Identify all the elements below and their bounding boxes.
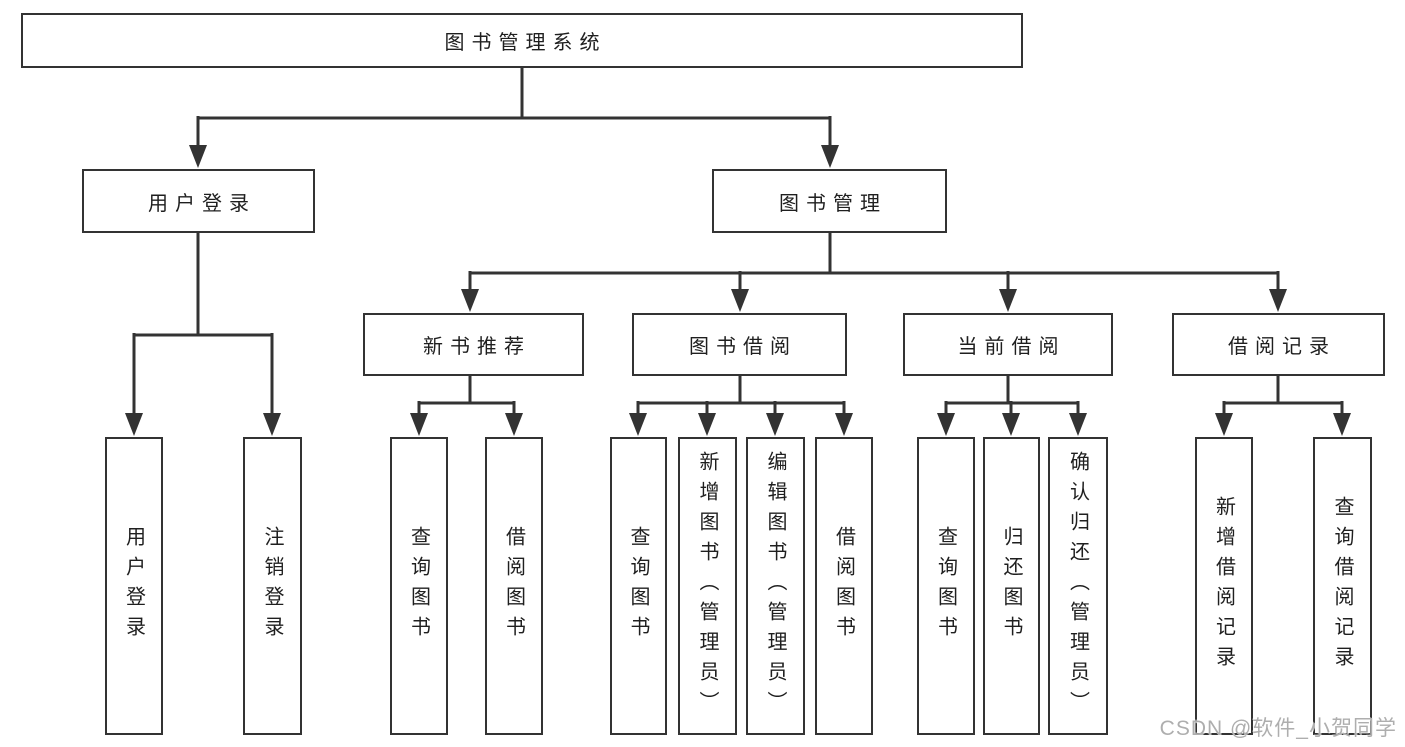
arrowhead: [731, 289, 749, 312]
leaf-edit-books-admin: 编辑图书（管理员）: [746, 437, 805, 735]
leaf-confirm-return-admin: 确认归还（管理员）: [1048, 437, 1108, 735]
node-new-book-recommend: 新书推荐: [363, 313, 584, 376]
arrowhead: [835, 413, 853, 436]
leaf-user-login: 用户登录: [105, 437, 163, 735]
node-book-management: 图书管理: [712, 169, 947, 233]
leaf-query-books-recommend: 查询图书: [390, 437, 448, 735]
arrowhead: [189, 145, 207, 168]
leaf-add-books-admin: 新增图书（管理员）: [678, 437, 737, 735]
arrowhead: [461, 289, 479, 312]
arrowhead: [1333, 413, 1351, 436]
leaf-logout: 注销登录: [243, 437, 302, 735]
leaf-query-books-current: 查询图书: [917, 437, 975, 735]
arrowhead: [1002, 413, 1020, 436]
node-borrow-records: 借阅记录: [1172, 313, 1385, 376]
node-root-system: 图书管理系统: [21, 13, 1023, 68]
node-book-borrow: 图书借阅: [632, 313, 847, 376]
arrowhead: [263, 413, 281, 436]
arrowhead: [410, 413, 428, 436]
leaf-query-borrow-record: 查询借阅记录: [1313, 437, 1372, 735]
arrowhead: [629, 413, 647, 436]
arrowhead: [1215, 413, 1233, 436]
leaf-add-borrow-record: 新增借阅记录: [1195, 437, 1253, 735]
arrowhead: [937, 413, 955, 436]
leaf-borrow-books-recommend: 借阅图书: [485, 437, 543, 735]
leaf-query-books-borrow: 查询图书: [610, 437, 667, 735]
arrowhead: [999, 289, 1017, 312]
leaf-borrow-books: 借阅图书: [815, 437, 873, 735]
node-user-login: 用户登录: [82, 169, 315, 233]
arrowhead: [1269, 289, 1287, 312]
arrowhead: [1069, 413, 1087, 436]
arrowhead: [821, 145, 839, 168]
arrowhead: [698, 413, 716, 436]
csdn-watermark: CSDN @软件_小贺同学: [1159, 717, 1397, 740]
arrowhead: [766, 413, 784, 436]
node-current-borrow: 当前借阅: [903, 313, 1113, 376]
arrowhead: [505, 413, 523, 436]
leaf-return-books: 归还图书: [983, 437, 1040, 735]
arrowhead: [125, 413, 143, 436]
